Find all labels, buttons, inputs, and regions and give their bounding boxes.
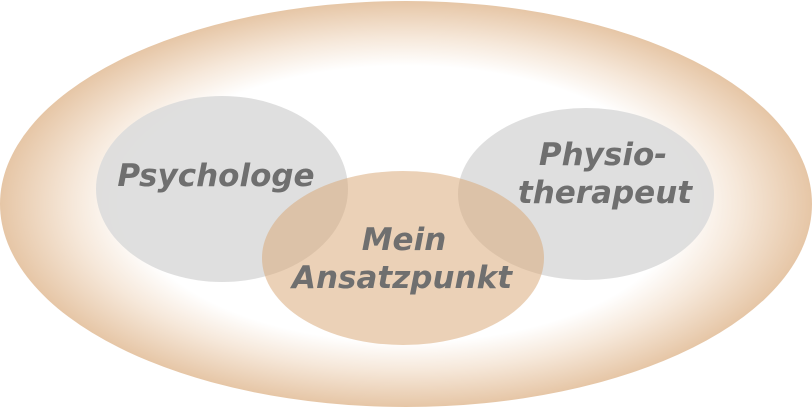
- ansatzpunkt-circle: [262, 171, 544, 345]
- physiotherapeut-label-line2: therapeut: [518, 175, 693, 211]
- psychologe-label: Psychologe: [117, 158, 314, 194]
- physiotherapeut-label-line1: Physio-: [539, 137, 667, 173]
- ansatzpunkt-label-line1: Mein: [362, 222, 447, 258]
- ansatzpunkt-label-line2: Ansatzpunkt: [289, 260, 513, 296]
